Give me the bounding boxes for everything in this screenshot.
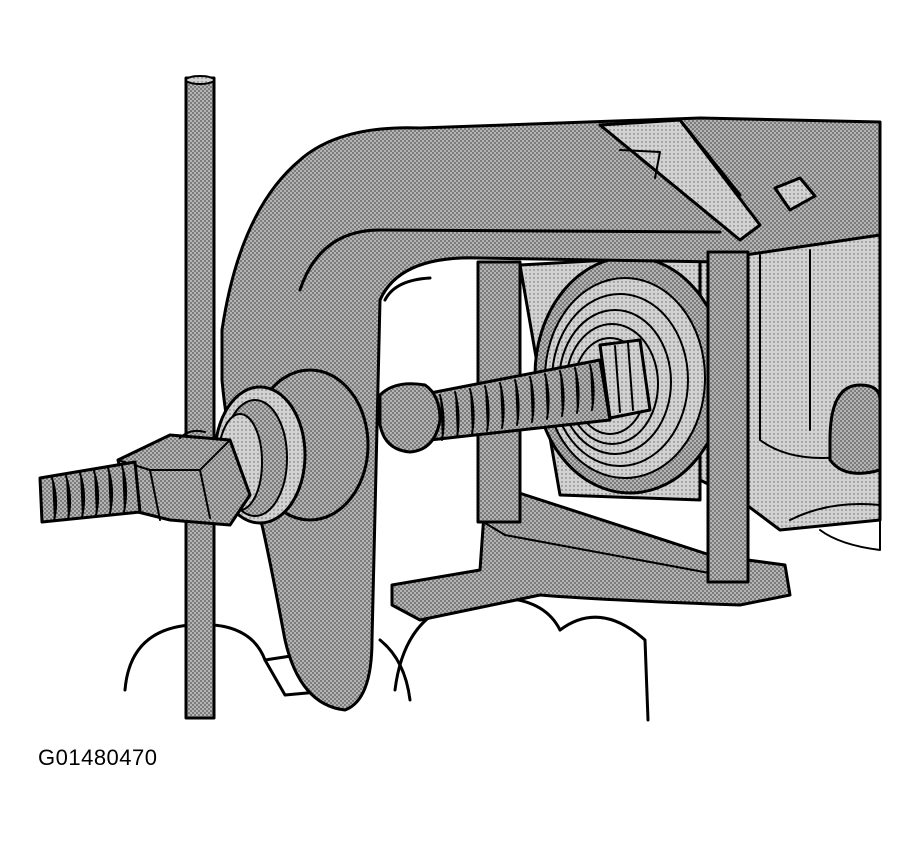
vertical-rod xyxy=(184,75,216,720)
forcing-screw xyxy=(418,338,652,442)
puller-frame xyxy=(220,116,882,712)
figure-id-label: G01480470 xyxy=(38,745,158,770)
left-threaded-rod xyxy=(38,460,142,524)
seal-rings xyxy=(518,253,727,502)
nut-collar xyxy=(213,368,442,525)
